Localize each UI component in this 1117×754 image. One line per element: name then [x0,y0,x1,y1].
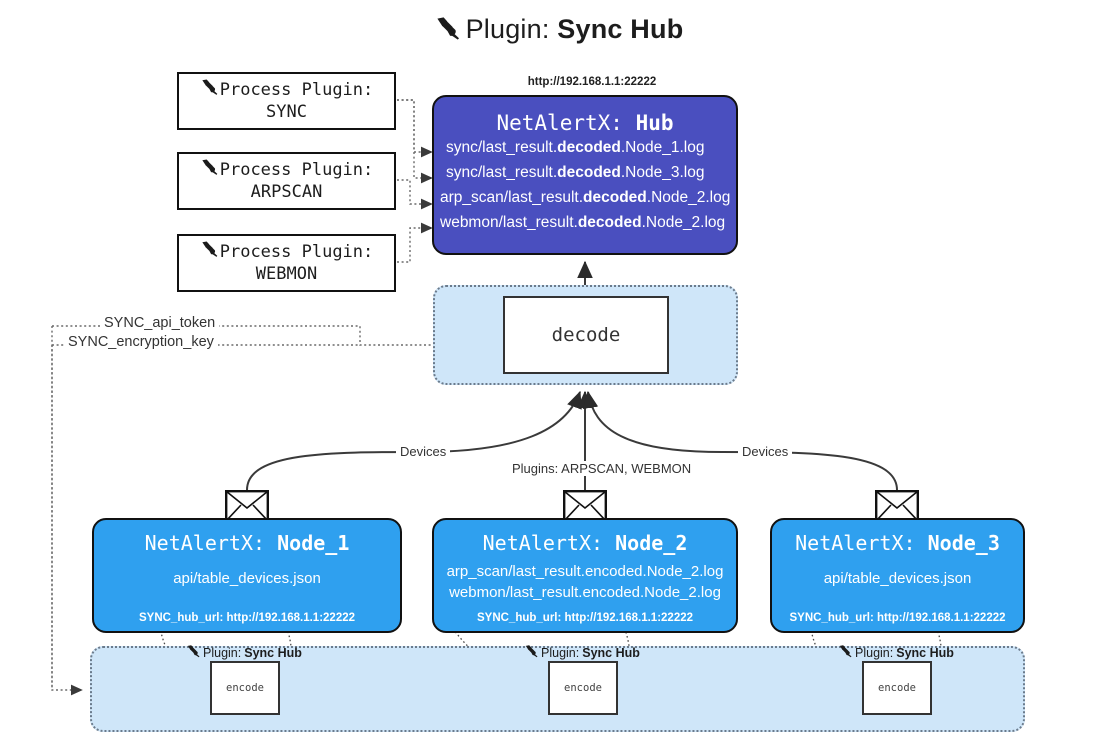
hub-log-line: webmon/last_result.decoded.Node_2.log [440,214,726,231]
process-plugin-box-webmon[interactable]: Process Plugin: WEBMON [177,234,396,292]
node-line: api/table_devices.json [173,570,321,587]
nodes-to-decode-edges [246,390,898,492]
encoder-caption-prefix: Plugin: [203,646,242,660]
encode-box-node-3[interactable]: encode [862,661,932,715]
encode-box-node-1[interactable]: encode [210,661,280,715]
hub-log-line: arp_scan/last_result.decoded.Node_2.log [440,189,731,206]
process-plugin-label: Process Plugin: [219,160,374,180]
hub-url-label: http://192.168.1.1:22222 [527,76,657,88]
plug-icon [200,79,218,102]
page-title-prefix: Plugin: [465,14,550,44]
node-box-node-2[interactable]: NetAlertX: Node_2 arp_scan/last_result.e… [432,518,738,633]
encoder-caption: Plugin: Sync Hub [524,645,640,661]
plug-icon [186,645,200,661]
node-title: NetAlertX: Node_1 [144,531,350,555]
hub-title-prefix: NetAlertX: [496,111,623,135]
hub-title: NetAlertX: Hub [434,111,736,135]
encoder-caption: Plugin: Sync Hub [186,645,302,661]
plug-icon [524,645,538,661]
encoder-caption-name: Sync Hub [244,646,302,660]
decode-box[interactable]: decode [503,296,669,374]
hub-title-name: Hub [635,111,674,135]
page-title-name: Sync Hub [557,14,684,44]
encoder-caption-name: Sync Hub [896,646,954,660]
node-hub-url: SYNC_hub_url: http://192.168.1.1:22222 [476,612,694,624]
encoder-caption: Plugin: Sync Hub [838,645,954,661]
node-line: api/table_devices.json [823,570,972,587]
process-plugin-name: WEBMON [255,264,318,284]
process-plugin-label: Process Plugin: [219,242,374,262]
process-plugin-box-arpscan[interactable]: Process Plugin: ARPSCAN [177,152,396,210]
plug-icon [200,159,218,182]
hub-log-line: sync/last_result.decoded.Node_1.log [446,139,705,156]
encoder-caption-name: Sync Hub [582,646,640,660]
encoder-caption-prefix: Plugin: [541,646,580,660]
plug-icon [200,241,218,264]
token-label-encryption: SYNC_encryption_key [64,334,218,350]
process-plugin-box-sync[interactable]: Process Plugin: SYNC [177,72,396,130]
token-label-api: SYNC_api_token [100,315,220,331]
process-plugin-label: Process Plugin: [219,80,374,100]
envelope-icon [563,490,607,523]
plugin-to-hub-connectors [397,99,433,263]
node-box-node-1[interactable]: NetAlertX: Node_1 api/table_devices.json… [92,518,402,633]
envelope-icon [875,490,919,523]
hub-log-line: sync/last_result.decoded.Node_3.log [446,164,705,181]
token-connectors [51,325,501,696]
edge-label-devices-left: Devices [396,444,451,459]
process-plugin-name: ARPSCAN [250,182,323,202]
edge-label-devices-right: Devices [738,444,793,459]
node-title: NetAlertX: Node_3 [795,531,1000,555]
process-plugin-name: SYNC [266,102,307,122]
encode-box-node-2[interactable]: encode [548,661,618,715]
node-line: webmon/last_result.encoded.Node_2.log [449,584,721,601]
plug-icon [838,645,852,661]
node-hub-url: SYNC_hub_url: http://192.168.1.1:22222 [138,612,356,624]
edge-label-plugins: Plugins: ARPSCAN, WEBMON [508,461,696,476]
node-box-node-3[interactable]: NetAlertX: Node_3 api/table_devices.json… [770,518,1025,633]
envelope-icon [225,490,269,523]
encoder-caption-prefix: Plugin: [855,646,894,660]
node-hub-url: SYNC_hub_url: http://192.168.1.1:22222 [789,612,1006,624]
node-title: NetAlertX: Node_2 [482,531,688,555]
plug-icon [434,17,460,48]
node-line: arp_scan/last_result.encoded.Node_2.log [446,563,724,580]
page-title: Plugin: Sync Hub [0,14,1117,48]
hub-box[interactable]: NetAlertX: Hub sync/last_result.decoded.… [432,95,738,255]
